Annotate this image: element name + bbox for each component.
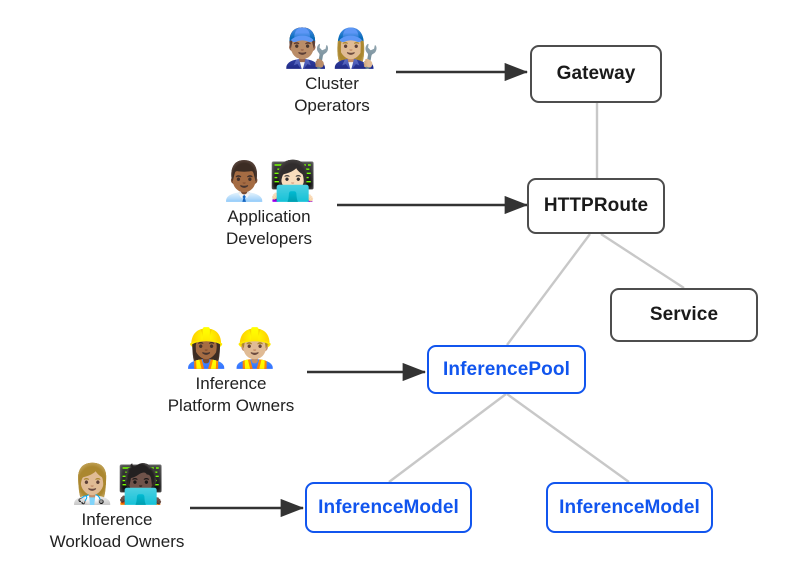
persona-inference-platform-owners: 👷🏾‍♀️👷🏼‍♂️ Inference Platform Owners [159,326,303,416]
inference-workload-owners-emoji-icon: 👩🏼‍⚕️🧑🏿‍💻 [68,464,166,506]
application-developers-label-line2: Developers [226,229,312,248]
persona-application-developers: 👨🏾‍💼👩🏻‍💻 Application Developers [205,159,333,249]
application-developers-emoji-icon: 👨🏾‍💼👩🏻‍💻 [220,161,318,203]
node-gateway-label: Gateway [556,63,636,84]
persona-cluster-operators: 👨🏽‍🔧👩🏼‍🔧 Cluster Operators [268,26,396,116]
cluster-operators-emoji-icon: 👨🏽‍🔧👩🏼‍🔧 [283,28,381,70]
edge-inferencepool-to-inferencemodel1 [388,393,507,483]
persona-inference-workload-owners: 👩🏼‍⚕️🧑🏿‍💻 Inference Workload Owners [44,462,190,552]
application-developers-label-line1: Application [227,207,311,226]
inference-workload-owners-label-line1: Inference [81,510,153,529]
edge-inferencepool-to-inferencemodel2 [506,393,630,483]
inference-platform-owners-label-line1: Inference [195,374,267,393]
inference-platform-owners-label-line2: Platform Owners [167,396,295,415]
edge-httproute-to-service [600,232,685,290]
node-service[interactable]: Service [610,288,758,342]
node-inferencemodel-1[interactable]: InferenceModel [305,482,472,533]
node-inferencepool-label: InferencePool [443,358,570,380]
node-service-label: Service [649,304,719,325]
node-inferencemodel-2[interactable]: InferenceModel [546,482,713,533]
node-httproute[interactable]: HTTPRoute [527,178,665,234]
node-inferencepool[interactable]: InferencePool [427,345,586,394]
inference-workload-owners-label-line2: Workload Owners [49,532,185,551]
cluster-operators-label-line1: Cluster [305,74,359,93]
cluster-operators-label-line2: Operators [294,96,370,115]
node-gateway[interactable]: Gateway [530,45,662,103]
edge-httproute-to-inferencepool [506,233,591,346]
node-inferencemodel-2-label: InferenceModel [559,496,700,518]
node-httproute-label: HTTPRoute [543,195,649,216]
node-inferencemodel-1-label: InferenceModel [318,496,459,518]
inference-platform-owners-emoji-icon: 👷🏾‍♀️👷🏼‍♂️ [182,328,280,370]
